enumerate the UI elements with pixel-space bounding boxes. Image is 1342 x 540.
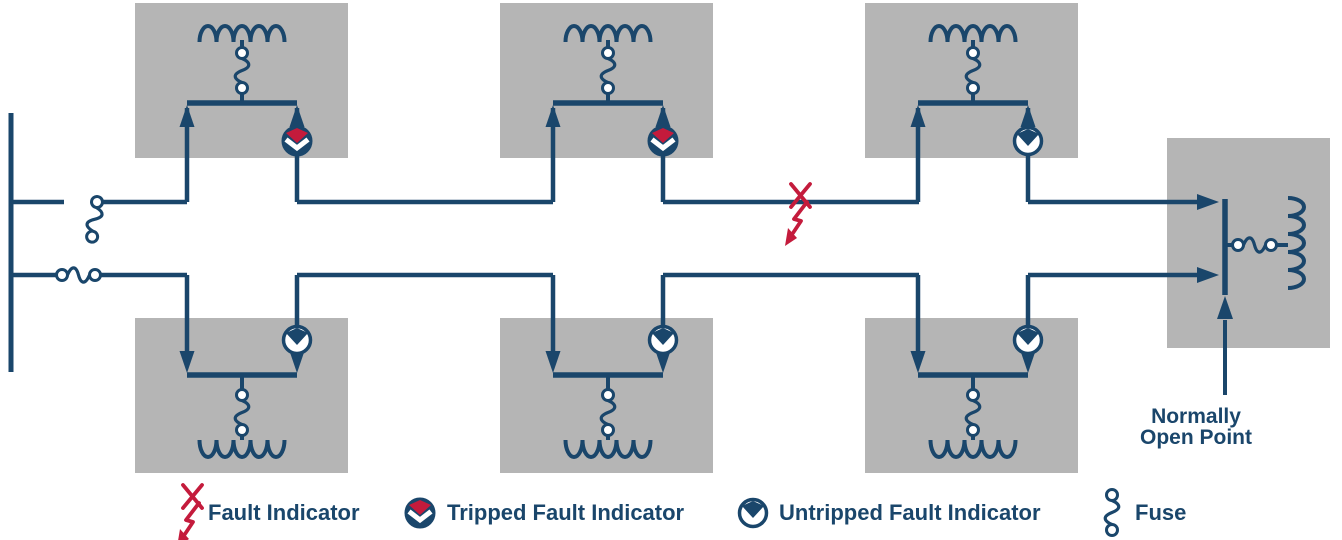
substation-box-top-1 (135, 3, 348, 158)
top-feeder-open-fuse-icon (83, 194, 107, 245)
fault-indicator-bottom-1 (281, 324, 313, 356)
normally-open-point-circuit (1217, 196, 1306, 395)
legend-tripped-fault-indicator-icon (406, 499, 434, 527)
legend-label-fault-indicator: Fault Indicator (208, 500, 360, 525)
fault-indicator-bottom-3 (1012, 324, 1044, 356)
bottom-feeder-arrowhead (1197, 267, 1219, 283)
fault-indicator-top-1 (283, 127, 311, 155)
feeder-wires (8, 113, 1219, 372)
substation-boxes (135, 3, 1330, 473)
legend-label-untripped-fault-indicator: Untripped Fault Indicator (779, 500, 1041, 525)
legend-fuse-icon (1103, 487, 1121, 538)
normally-open-point-label: Normally Open Point (1140, 405, 1252, 449)
top-feeder-arrowhead (1197, 194, 1219, 210)
legend-untripped-fault-indicator-icon (737, 497, 769, 529)
legend-label-tripped-fault-indicator: Tripped Fault Indicator (447, 500, 685, 525)
fault-lightning-icon (783, 182, 812, 248)
legend-fault-lightning-icon (175, 483, 204, 540)
fault-indicator-top-3 (1012, 125, 1044, 157)
normally-open-point-callout-arrowhead (1217, 296, 1233, 319)
fault-indicator-bottom-2 (647, 324, 679, 356)
fault-indicator-top-2 (649, 127, 677, 155)
bottom-feeder-fuse-icon (54, 266, 103, 284)
legend-label-fuse: Fuse (1135, 500, 1187, 525)
